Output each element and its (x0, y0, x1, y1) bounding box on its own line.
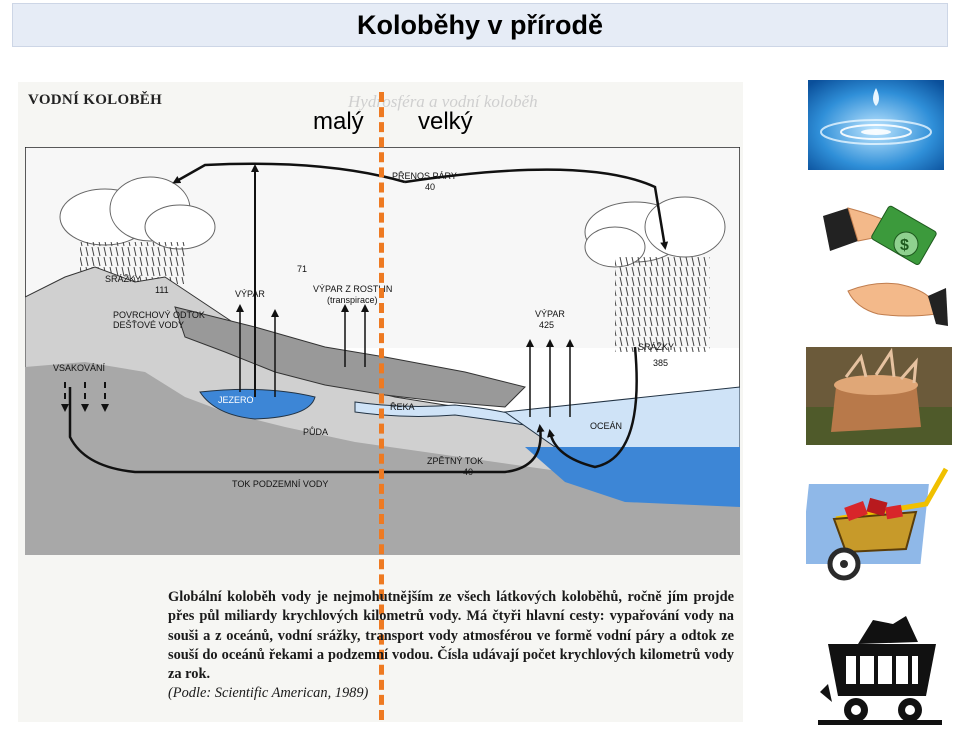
label-ocean: OCEÁN (590, 421, 622, 431)
label-puda: PŮDA (303, 426, 328, 437)
label-zpetny-tok: ZPĚTNÝ TOK (427, 456, 483, 466)
arrow-ocean-loop (547, 346, 638, 469)
label-vypar-right-value: 425 (539, 320, 554, 330)
label-tok-podzemni-vody: TOK PODZEMNÍ VODY (232, 479, 328, 489)
slide-title: Koloběhy v přírodě (356, 9, 604, 40)
caption-source: (Podle: Scientific American, 1989) (168, 685, 369, 702)
label-prenos-pary: PŘENOS PÁRY (392, 171, 457, 181)
title-bar: Koloběhy v přírodě (12, 3, 948, 47)
arrow-groundwater-flow (68, 387, 545, 474)
coal-cart-icon (818, 616, 942, 725)
label-vypar-right: VÝPAR (535, 309, 565, 319)
wheelbarrow-icon (806, 467, 949, 581)
money-exchange-icon: $ (823, 205, 948, 326)
svg-text:$: $ (900, 237, 909, 254)
label-vsakovani: VSAKOVÁNÍ (53, 363, 106, 373)
label-destove-vody: DEŠŤOVÉ VODY (113, 320, 184, 330)
left-cloud (59, 176, 216, 284)
arrow-vapor-transport-right (404, 168, 669, 250)
label-value-71: 71 (297, 264, 307, 274)
label-srazky-right: SRÁŽKY (638, 342, 674, 352)
label-zpetny-tok-value: 40 (463, 467, 473, 477)
caption-text: Globální koloběh vody je nejmohutnějším … (168, 589, 734, 683)
label-big-cycle: velký (418, 108, 473, 135)
rocky-terrain (174, 306, 526, 408)
label-small-cycle: malý (313, 108, 364, 135)
label-srazky-right-value: 385 (653, 358, 668, 368)
label-srazky-left-value: 111 (155, 285, 169, 295)
label-povrchovy-odtok: POVRCHOVÝ ODTOK (113, 310, 205, 320)
tree-stump-icon (806, 347, 952, 445)
scan-ghost-heading: Hydrosféra a vodní koloběh (348, 92, 538, 111)
caption: Globální koloběh vody je nejmohutnějším … (168, 588, 734, 704)
label-jezero: JEZERO (218, 395, 254, 405)
cycle-divider-line (379, 92, 384, 720)
water-drop-icon (808, 80, 944, 170)
label-reka: ŘEKA (390, 402, 415, 412)
label-transpirace: (transpirace) (327, 295, 378, 305)
right-rain (615, 257, 710, 352)
label-prenos-pary-value: 40 (425, 182, 435, 192)
scan-heading: VODNÍ KOLOBĚH (28, 92, 163, 108)
label-vypar-z-rostlin: VÝPAR Z ROSTLIN (313, 284, 392, 294)
label-vypar-left: VÝPAR (235, 289, 265, 299)
label-srazky-left: SRÁŽKY (105, 274, 141, 284)
